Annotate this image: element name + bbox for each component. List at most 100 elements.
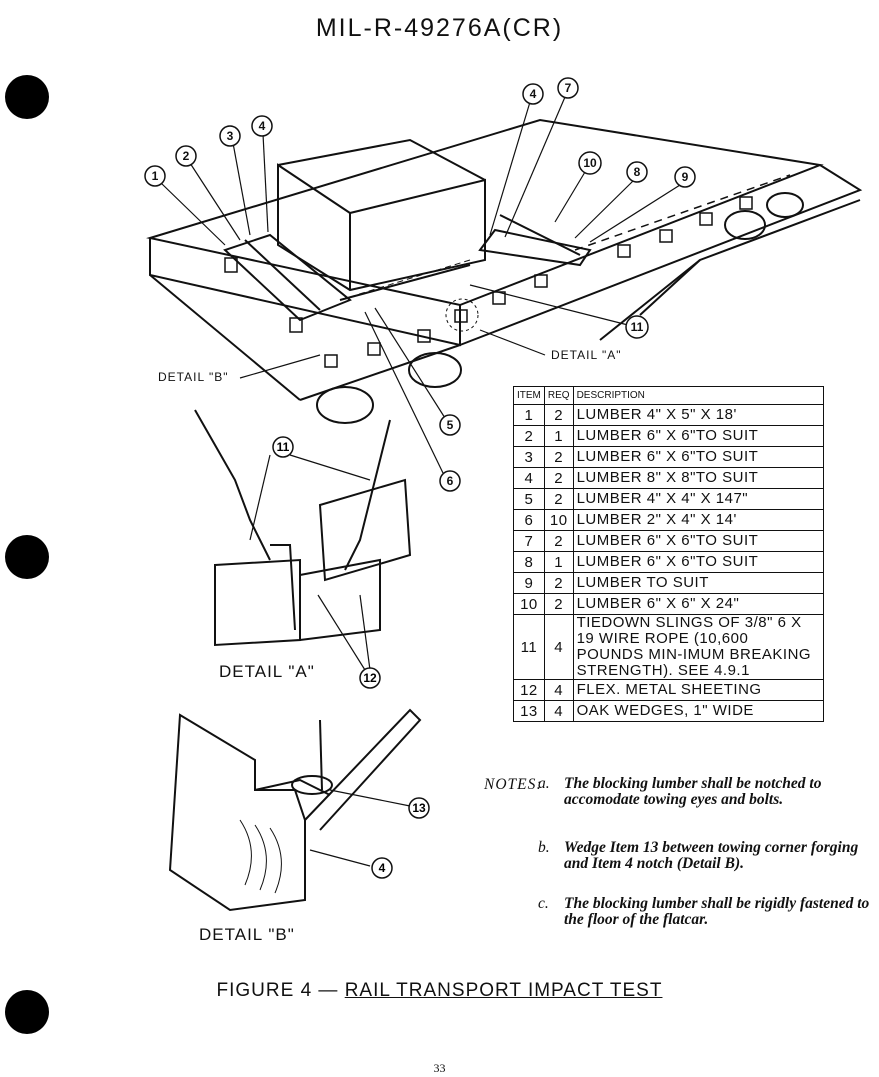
caption-prefix: FIGURE 4 — [216,980,345,1001]
callout-5: 5 [447,418,454,432]
cell-description: LUMBER 6" X 6" X 24" [572,593,825,615]
cell-req: 4 [543,700,574,722]
cell-item: 2 [513,425,545,447]
cell-req: 4 [543,679,574,701]
cell-description: LUMBER 6" X 6"TO SUIT [572,425,825,447]
detail-a-callout-11: 11 [277,440,290,454]
note-key: c. [538,895,549,912]
cell-req: 2 [543,404,574,426]
cell-item: 13 [513,700,545,722]
detail-b-label: DETAIL "B" [199,925,295,944]
cell-description: LUMBER 8" X 8"TO SUIT [572,467,825,489]
cell-item: 11 [513,614,545,680]
callout-6: 6 [447,474,454,488]
callout-4: 4 [259,119,266,133]
cell-item: 10 [513,593,545,615]
hole-punch-icon [5,990,49,1034]
flatcar-side [149,238,461,347]
cell-item: 12 [513,679,545,701]
cell-description: LUMBER 4" X 4" X 147" [572,488,825,510]
callout-8: 8 [634,165,641,179]
note-key: b. [538,839,550,856]
callout-2: 2 [183,149,190,163]
detail-a-pointer-label: DETAIL "A" [551,348,622,362]
detail-b-callout-13: 13 [412,801,426,815]
callout-7: 7 [565,81,572,95]
cell-description: LUMBER 6" X 6"TO SUIT [572,530,825,552]
note-text: The blocking lumber shall be rigidly fas… [564,895,870,928]
detail-b-drawing [168,708,422,912]
cell-req: 2 [543,446,574,468]
cell-req: 10 [543,509,574,531]
header-item: ITEM [513,386,545,405]
detail-a-drawing [194,409,412,647]
detail-a-callout-12: 12 [363,671,377,685]
cell-item: 9 [513,572,545,594]
cell-description: TIEDOWN SLINGS OF 3/8" 6 X 19 WIRE ROPE … [572,614,825,680]
header-req: REQ [543,386,574,405]
cell-req: 2 [543,530,574,552]
cell-item: 7 [513,530,545,552]
notes-heading: NOTES: [484,776,543,793]
cell-item: 8 [513,551,545,573]
header-description: DESCRIPTION [572,386,825,405]
cell-req: 2 [543,467,574,489]
callout-1: 1 [152,169,159,183]
detail-b-callout-4: 4 [379,861,386,875]
callout-3: 3 [227,129,234,143]
cell-item: 3 [513,446,545,468]
note-key: a. [538,775,550,792]
callout-4b: 4 [530,87,537,101]
note-b: b. Wedge Item 13 between towing corner f… [538,839,874,872]
cell-description: LUMBER 6" X 6"TO SUIT [572,446,825,468]
cell-description: LUMBER 4" X 5" X 18' [572,404,825,426]
hole-punch-icon [5,75,49,119]
cell-req: 1 [543,425,574,447]
cargo-box [277,163,486,292]
document-number: MIL-R-49276A(CR) [315,14,564,42]
cell-description: LUMBER TO SUIT [572,572,825,594]
note-a: a. The blocking lumber shall be notched … [538,775,874,808]
hole-punch-icon [5,535,49,579]
detail-b-pointer-label: DETAIL "B" [158,370,229,384]
cell-item: 1 [513,404,545,426]
table-header-row: ITEM REQ DESCRIPTION [513,386,825,405]
caption-title: RAIL TRANSPORT IMPACT TEST [344,980,663,1001]
cell-req: 2 [543,593,574,615]
figure-caption: FIGURE 4 — RAIL TRANSPORT IMPACT TEST [0,980,879,1002]
cell-req: 2 [543,488,574,510]
note-text: The blocking lumber shall be notched to … [564,775,822,808]
cell-req: 2 [543,572,574,594]
callout-11: 11 [631,320,644,334]
callout-10: 10 [583,156,597,170]
note-c: c. The blocking lumber shall be rigidly … [538,895,874,928]
detail-a-label: DETAIL "A" [219,662,315,681]
cell-description: LUMBER 2" X 4" X 14' [572,509,825,531]
cell-description: LUMBER 6" X 6"TO SUIT [572,551,825,573]
cell-item: 4 [513,467,545,489]
callout-9: 9 [682,170,689,184]
cell-req: 1 [543,551,574,573]
page-number: 33 [433,1061,446,1075]
cell-item: 5 [513,488,545,510]
cell-description: OAK WEDGES, 1" WIDE [572,700,825,722]
note-text: Wedge Item 13 between towing corner forg… [564,839,859,872]
cell-description: FLEX. METAL SHEETING [572,679,825,701]
cell-item: 6 [513,509,545,531]
cell-req: 4 [543,614,574,680]
